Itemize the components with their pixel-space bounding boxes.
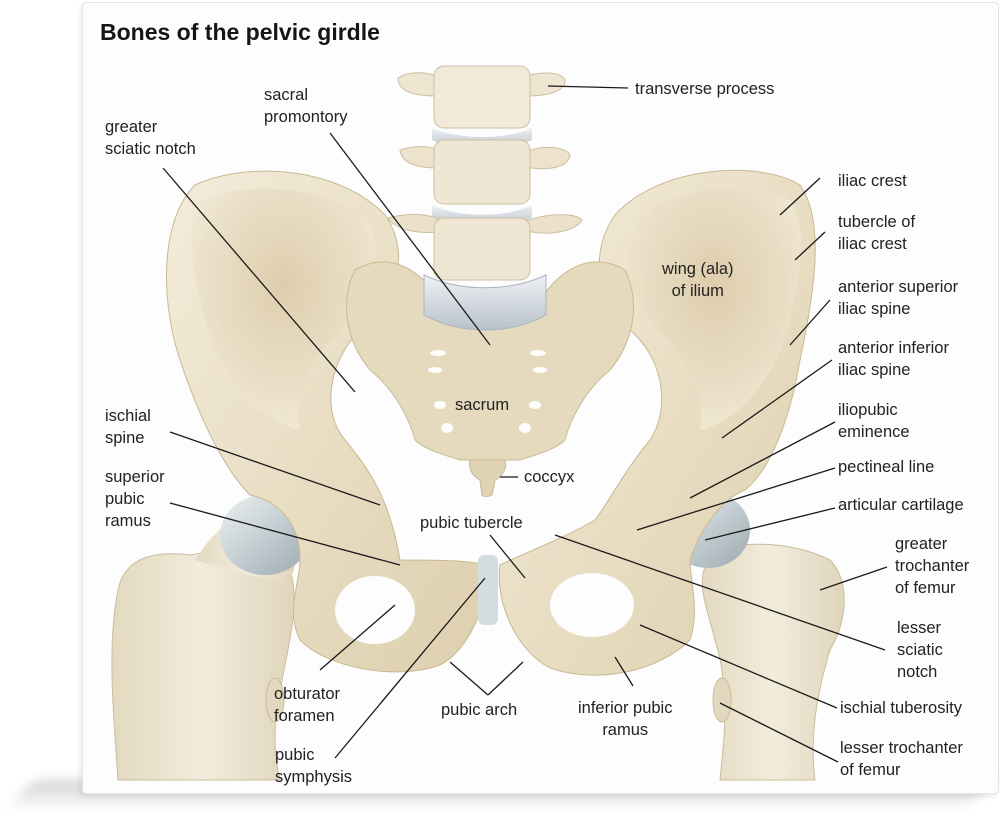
sacrum <box>346 261 634 497</box>
label-anterior-inferior-iliac-spine: anterior inferior iliac spine <box>838 339 949 379</box>
lumbar-vertebrae <box>387 65 583 331</box>
label-pectineal-line: pectineal line <box>838 458 935 476</box>
label-pubic-tubercle: pubic tubercle <box>420 514 523 532</box>
label-obturator-foramen: obturator foramen <box>274 685 341 725</box>
label-coccyx: coccyx <box>524 468 575 486</box>
label-tubercle-of-iliac-crest: tubercle of iliac crest <box>838 213 916 253</box>
label-iliac-crest: iliac crest <box>838 172 907 190</box>
label-ischial-tuberosity: ischial tuberosity <box>840 699 962 717</box>
label-sacrum: sacrum <box>455 396 510 414</box>
label-greater-trochanter: greater trochanter of femur <box>895 535 970 597</box>
right-obturator-foramen <box>550 573 634 637</box>
label-wing-of-ilium: wing (ala) of ilium <box>662 260 734 300</box>
label-pubic-symphysis: pubic symphysis <box>275 746 353 786</box>
label-iliopubic-eminence: iliopubic eminence <box>838 401 910 441</box>
left-obturator-foramen <box>335 576 415 644</box>
label-lesser-trochanter: lesser trochanter of femur <box>840 739 963 779</box>
label-articular-cartilage: articular cartilage <box>838 496 964 514</box>
pubic-symphysis <box>478 555 498 625</box>
label-ischial-spine: ischial spine <box>105 407 151 447</box>
label-greater-sciatic-notch: greater sciatic notch <box>105 118 196 158</box>
label-pubic-arch: pubic arch <box>441 701 518 719</box>
label-sacral-promontory: sacral promontory <box>264 86 348 126</box>
diagram-title: Bones of the pelvic girdle <box>100 19 380 45</box>
label-transverse-process: transverse process <box>635 80 775 98</box>
label-inferior-pubic-ramus: inferior pubic ramus <box>578 699 673 739</box>
label-anterior-superior-iliac-spine: anterior superior iliac spine <box>838 278 959 318</box>
right-femur <box>265 543 845 781</box>
label-superior-pubic-ramus: superior pubic ramus <box>105 468 165 530</box>
label-lesser-sciatic-notch: lesser sciatic notch <box>897 619 943 681</box>
coccyx <box>469 459 507 497</box>
leader-lines <box>162 85 888 763</box>
